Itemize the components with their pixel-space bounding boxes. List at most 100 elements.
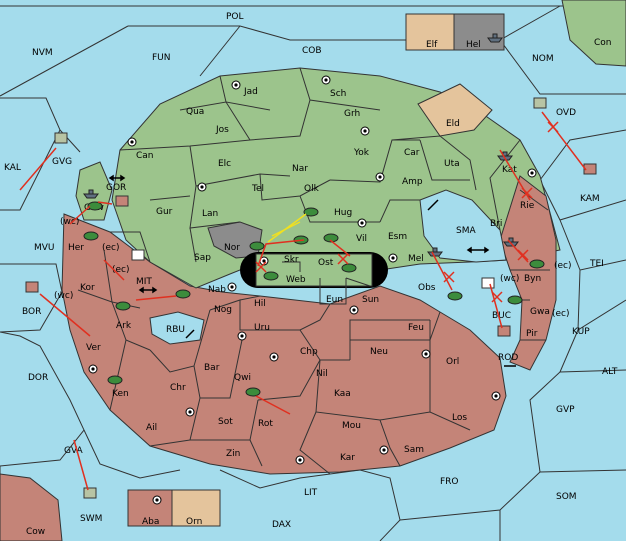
move-arrow <box>97 201 113 205</box>
label-bar: Bar <box>204 363 220 373</box>
label-bri: Bri <box>490 219 502 229</box>
label-jad: Jad <box>243 87 258 97</box>
label-ovd: OVD <box>556 108 576 118</box>
move-arrow <box>257 239 305 267</box>
label-rod: ROD <box>498 353 518 363</box>
label-yok: Yok <box>353 148 370 158</box>
army-icon[interactable] <box>175 289 191 299</box>
gaw-region <box>75 161 113 221</box>
fleet-icon[interactable] <box>25 281 39 293</box>
fleet-icon[interactable] <box>131 249 145 261</box>
label-pol: POL <box>226 12 244 22</box>
army-icon[interactable] <box>263 271 279 281</box>
label-mel: Mel <box>408 254 424 264</box>
label-nvm: NVM <box>32 48 53 58</box>
move-arrow <box>19 147 57 191</box>
label-can: Can <box>136 151 154 161</box>
label-chr: Chr <box>170 383 186 393</box>
ship-icon[interactable] <box>487 33 503 43</box>
cross-icon <box>443 271 455 283</box>
army-icon[interactable] <box>341 263 357 273</box>
move-arrow <box>541 111 587 171</box>
army-icon[interactable] <box>303 207 319 217</box>
fleet-icon[interactable] <box>583 163 597 175</box>
label-grh: Grh <box>344 109 360 119</box>
rbu-sea <box>149 311 205 345</box>
army-icon[interactable] <box>107 375 123 385</box>
label-byn: Byn <box>524 274 541 284</box>
label-cob: COB <box>302 46 322 56</box>
label-gor: GOR <box>106 183 126 193</box>
label-rbu: RBU <box>166 325 185 335</box>
army-icon[interactable] <box>249 241 265 251</box>
move-arrow <box>69 205 91 225</box>
passage-arrows <box>108 174 516 367</box>
army-icon[interactable] <box>245 387 261 397</box>
move-arrow <box>255 395 291 415</box>
label-kor: Kor <box>80 283 95 293</box>
supply-center-icon <box>227 282 237 292</box>
coast-tag-1: (wc) <box>60 217 79 227</box>
label-qua: Qua <box>186 107 204 117</box>
label-sam: Sam <box>404 445 424 455</box>
ship-icon[interactable] <box>427 247 443 257</box>
supply-center-icon <box>295 455 305 465</box>
label-alt: ALT <box>602 367 618 377</box>
label-dor: DOR <box>28 373 48 383</box>
coast-tag-7: (ec) <box>552 309 570 319</box>
label-hel: Hel <box>466 40 481 50</box>
army-icon[interactable] <box>87 201 103 211</box>
label-neu: Neu <box>370 347 388 357</box>
label-eun: Eun <box>326 295 343 305</box>
supply-center-icon <box>185 407 195 417</box>
label-ost: Ost <box>318 258 334 268</box>
army-icon[interactable] <box>529 259 545 269</box>
label-nar: Nar <box>292 164 308 174</box>
label-nil: Nil <box>316 369 328 379</box>
label-ark: Ark <box>116 321 132 331</box>
supply-center-icon <box>421 349 431 359</box>
cross-icon <box>337 253 349 265</box>
label-orl: Orl <box>446 357 459 367</box>
fleet-icon[interactable] <box>497 325 511 337</box>
label-cow: Cow <box>26 527 45 537</box>
label-gvp: GVP <box>556 405 575 415</box>
label-kam: KAM <box>580 194 600 204</box>
army-icon[interactable] <box>507 295 523 305</box>
ship-icon[interactable] <box>83 189 99 199</box>
label-lit: LIT <box>304 488 318 498</box>
fleet-icon[interactable] <box>115 195 129 207</box>
support-arrow <box>271 221 301 237</box>
fleet-icon[interactable] <box>533 97 547 109</box>
label-jos: Jos <box>215 125 229 135</box>
label-nor: Nor <box>224 243 240 253</box>
coast-tag-2: (ec) <box>102 243 120 253</box>
army-icon[interactable] <box>323 233 339 243</box>
label-lan: Lan <box>202 209 218 219</box>
supply-center-icon <box>388 253 398 263</box>
label-esm: Esm <box>388 232 407 242</box>
move-arrow <box>73 439 89 491</box>
army-icon[interactable] <box>83 231 99 241</box>
label-nom: NOM <box>532 54 554 64</box>
label-vil: Vil <box>356 234 367 244</box>
label-rot: Rot <box>258 419 273 429</box>
army-icon[interactable] <box>447 291 463 301</box>
label-nab: Nab <box>208 285 226 295</box>
eld-region <box>417 83 493 137</box>
label-sap: Sap <box>194 253 211 263</box>
fleet-icon[interactable] <box>481 277 495 289</box>
army-icon[interactable] <box>115 301 131 311</box>
label-bor: BOR <box>22 307 41 317</box>
label-kaa: Kaa <box>334 389 351 399</box>
fleet-icon[interactable] <box>54 132 68 144</box>
fleet-icon[interactable] <box>83 487 97 499</box>
orders <box>19 111 587 491</box>
label-gur: Gur <box>156 207 173 217</box>
region-labels: POL FUN COB NOM NVM Con Elf Hel KAL GVG … <box>4 12 618 537</box>
units[interactable] <box>25 33 597 499</box>
cross-icon <box>255 261 267 273</box>
label-olk: Olk <box>304 184 320 194</box>
move-arrow <box>489 283 503 329</box>
